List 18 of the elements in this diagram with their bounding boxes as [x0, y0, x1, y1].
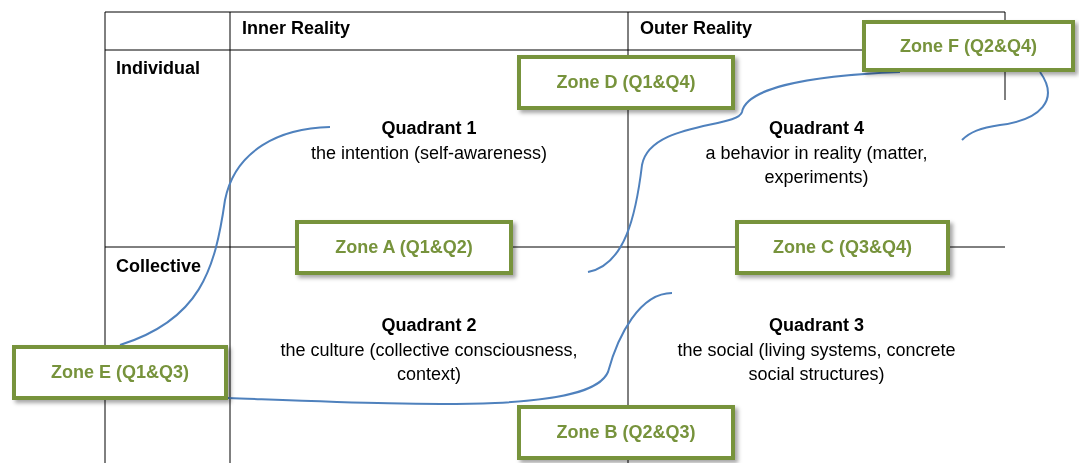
- row-header: Collective: [116, 256, 202, 277]
- zone-label-box: Zone E (Q1&Q3): [12, 345, 228, 400]
- zone-label-box: Zone F (Q2&Q4): [862, 20, 1075, 72]
- zone-label-box: Zone D (Q1&Q4): [517, 55, 735, 110]
- quadrant-title: Quadrant 3: [769, 315, 864, 336]
- column-header: Outer Reality: [640, 18, 753, 39]
- connector-curve: [961, 71, 1049, 141]
- quadrant-title: Quadrant 1: [381, 118, 477, 139]
- quadrant-title: Quadrant 2: [381, 315, 477, 336]
- connector-curve: [119, 126, 331, 346]
- connector-curve: [587, 71, 901, 273]
- column-header: Inner Reality: [242, 18, 351, 39]
- quadrant-title: Quadrant 4: [769, 118, 864, 139]
- zone-label-box: Zone A (Q1&Q2): [295, 220, 513, 275]
- row-header: Individual: [116, 58, 200, 79]
- zone-label-box: Zone C (Q3&Q4): [735, 220, 950, 275]
- zone-label-box: Zone B (Q2&Q3): [517, 405, 735, 460]
- connector-curve: [227, 292, 673, 405]
